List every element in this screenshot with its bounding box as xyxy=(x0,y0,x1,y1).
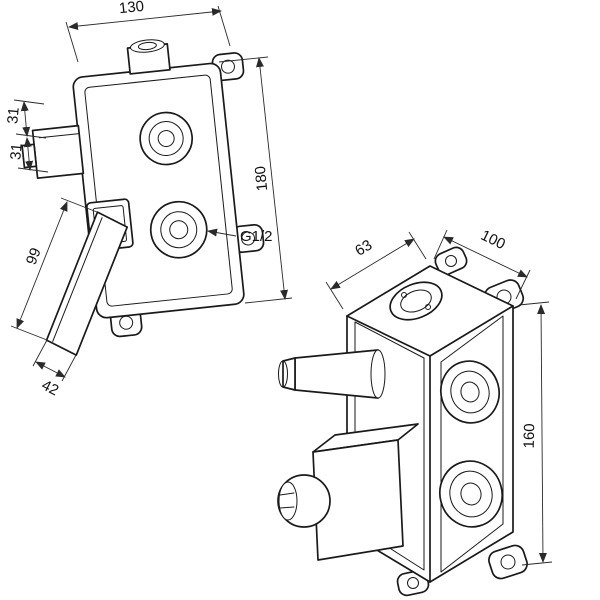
dim-31-top-label: 31 xyxy=(4,107,22,125)
dimension-line xyxy=(35,361,66,378)
upper-port-3d-outer xyxy=(440,360,500,424)
mounting-hole-mid xyxy=(241,231,256,246)
volume-knob-edge xyxy=(38,133,80,139)
extension-line xyxy=(61,354,77,382)
lower-port-outer xyxy=(149,200,208,259)
dimension-line xyxy=(20,101,31,137)
lower-port-ring xyxy=(160,211,198,249)
diverter-knob-cap xyxy=(278,481,298,521)
valve-body-inner-panel xyxy=(84,74,233,307)
lower-port-bore xyxy=(169,220,189,240)
extension-line xyxy=(32,339,48,367)
flange-bolt-hole xyxy=(425,304,431,310)
dim-99: 99 xyxy=(10,197,98,341)
dimension-line xyxy=(255,57,289,300)
extension-line xyxy=(60,197,98,213)
upper-port-outer xyxy=(139,111,194,166)
perspective-view: 63 100 160 xyxy=(277,227,553,597)
extension-line xyxy=(433,229,448,260)
extension-line xyxy=(521,561,553,566)
lower-port-3d-bore xyxy=(460,482,482,506)
mounting-hole-top xyxy=(220,59,235,74)
dim-160: 160 xyxy=(518,301,553,566)
upper-port-ring xyxy=(148,121,184,157)
dimension-line xyxy=(16,201,68,329)
mounting-hole-bottom-right xyxy=(500,554,516,570)
dim-63-label: 63 xyxy=(352,237,375,260)
dimension-line xyxy=(68,7,222,31)
top-flange-bore xyxy=(400,289,432,313)
dim-100-label: 100 xyxy=(478,227,508,253)
dimension-line xyxy=(330,238,415,290)
dim-31-bottom-label: 31 xyxy=(7,143,25,161)
extension-line xyxy=(217,5,231,47)
thread-label: G1/2 xyxy=(240,228,273,245)
spindle-base xyxy=(370,349,386,399)
dim-42-label: 42 xyxy=(39,377,62,400)
dim-42: 42 xyxy=(32,339,77,400)
dimension-line xyxy=(443,236,528,278)
dim-180: 180 xyxy=(218,56,293,304)
mounting-hole-bottom xyxy=(407,577,419,589)
ear-bottom-right-group xyxy=(488,544,528,580)
diverter-knob-slot xyxy=(279,506,295,509)
extension-line xyxy=(13,99,45,105)
flange-bolt-hole xyxy=(401,292,407,298)
lower-port-3d-ring xyxy=(449,470,493,518)
extension-line xyxy=(518,301,550,306)
extension-line xyxy=(325,281,344,310)
dim-160-label: 160 xyxy=(521,423,538,448)
upper-port-3d-ring xyxy=(450,370,490,414)
mounting-ear-bottom-right xyxy=(488,544,528,580)
dim-130: 130 xyxy=(65,0,231,63)
dim-99-label: 99 xyxy=(23,246,45,268)
diverter-knob-slot xyxy=(279,492,295,496)
upper-port-bore xyxy=(157,130,175,148)
top-outlet-bore xyxy=(137,41,157,51)
dimension-line xyxy=(537,304,547,563)
dim-130-label: 130 xyxy=(118,0,145,17)
top-outlet-rim xyxy=(129,39,165,53)
thread-callout: G1/2 xyxy=(207,228,273,245)
upper-port-3d-bore xyxy=(460,381,480,403)
dim-31-bottom: 31 xyxy=(7,137,49,173)
front-view: 130 31 31 99 42 xyxy=(4,0,293,400)
spindle-stem xyxy=(294,349,379,399)
spindle-tip-cap xyxy=(278,360,288,388)
front-body-group xyxy=(21,39,265,356)
dim-63: 63 xyxy=(325,231,427,310)
extension-line xyxy=(10,325,48,341)
dim-31-top: 31 xyxy=(4,99,47,139)
extension-line xyxy=(408,231,427,260)
dim-180-label: 180 xyxy=(252,165,272,192)
extension-line xyxy=(65,21,79,63)
leader-line xyxy=(207,228,237,237)
dimension-line xyxy=(23,137,34,171)
